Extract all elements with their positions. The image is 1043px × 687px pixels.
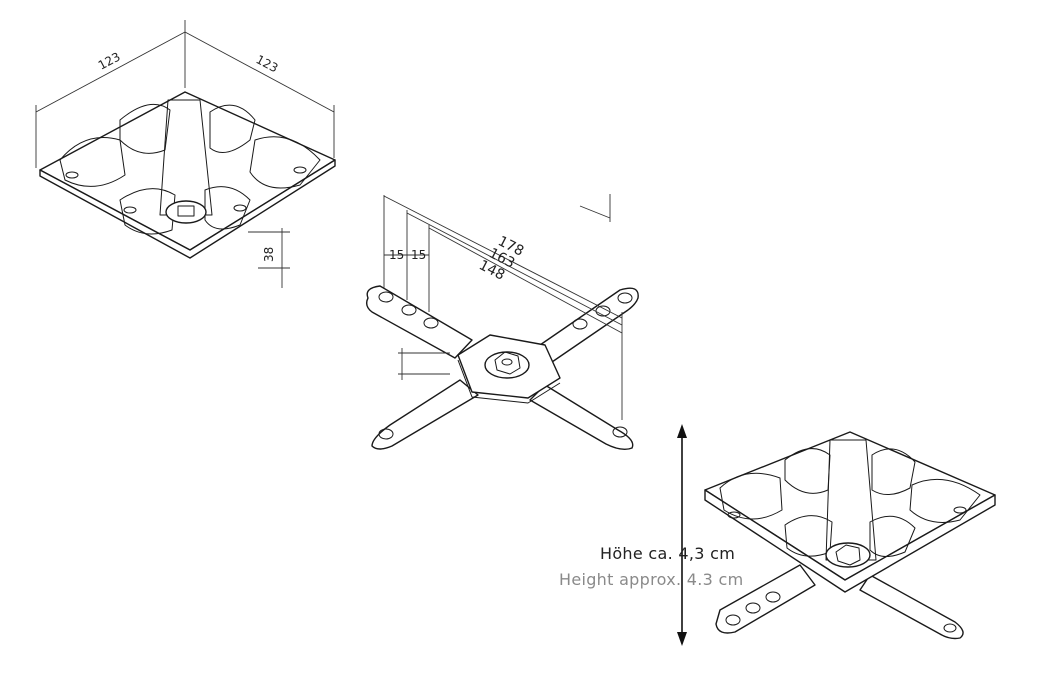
- dimension-lines-base: [35, 20, 335, 288]
- dim-width-right: 123: [254, 52, 281, 75]
- dim-spacing-b: 15: [411, 248, 426, 262]
- dim-spacing-a: 15: [389, 248, 404, 262]
- base-plate-drawing: [39, 91, 336, 259]
- assembled-mount-drawing: [704, 431, 996, 640]
- dim-width-left: 123: [96, 50, 123, 73]
- cross-adapter-drawing: [365, 285, 639, 451]
- dim-height: 38: [262, 247, 276, 262]
- height-label-english: Height approx. 4.3 cm: [559, 570, 744, 589]
- dimension-lines-cross: [383, 194, 623, 420]
- height-label-german: Höhe ca. 4,3 cm: [600, 544, 736, 563]
- height-arrow: [677, 424, 687, 646]
